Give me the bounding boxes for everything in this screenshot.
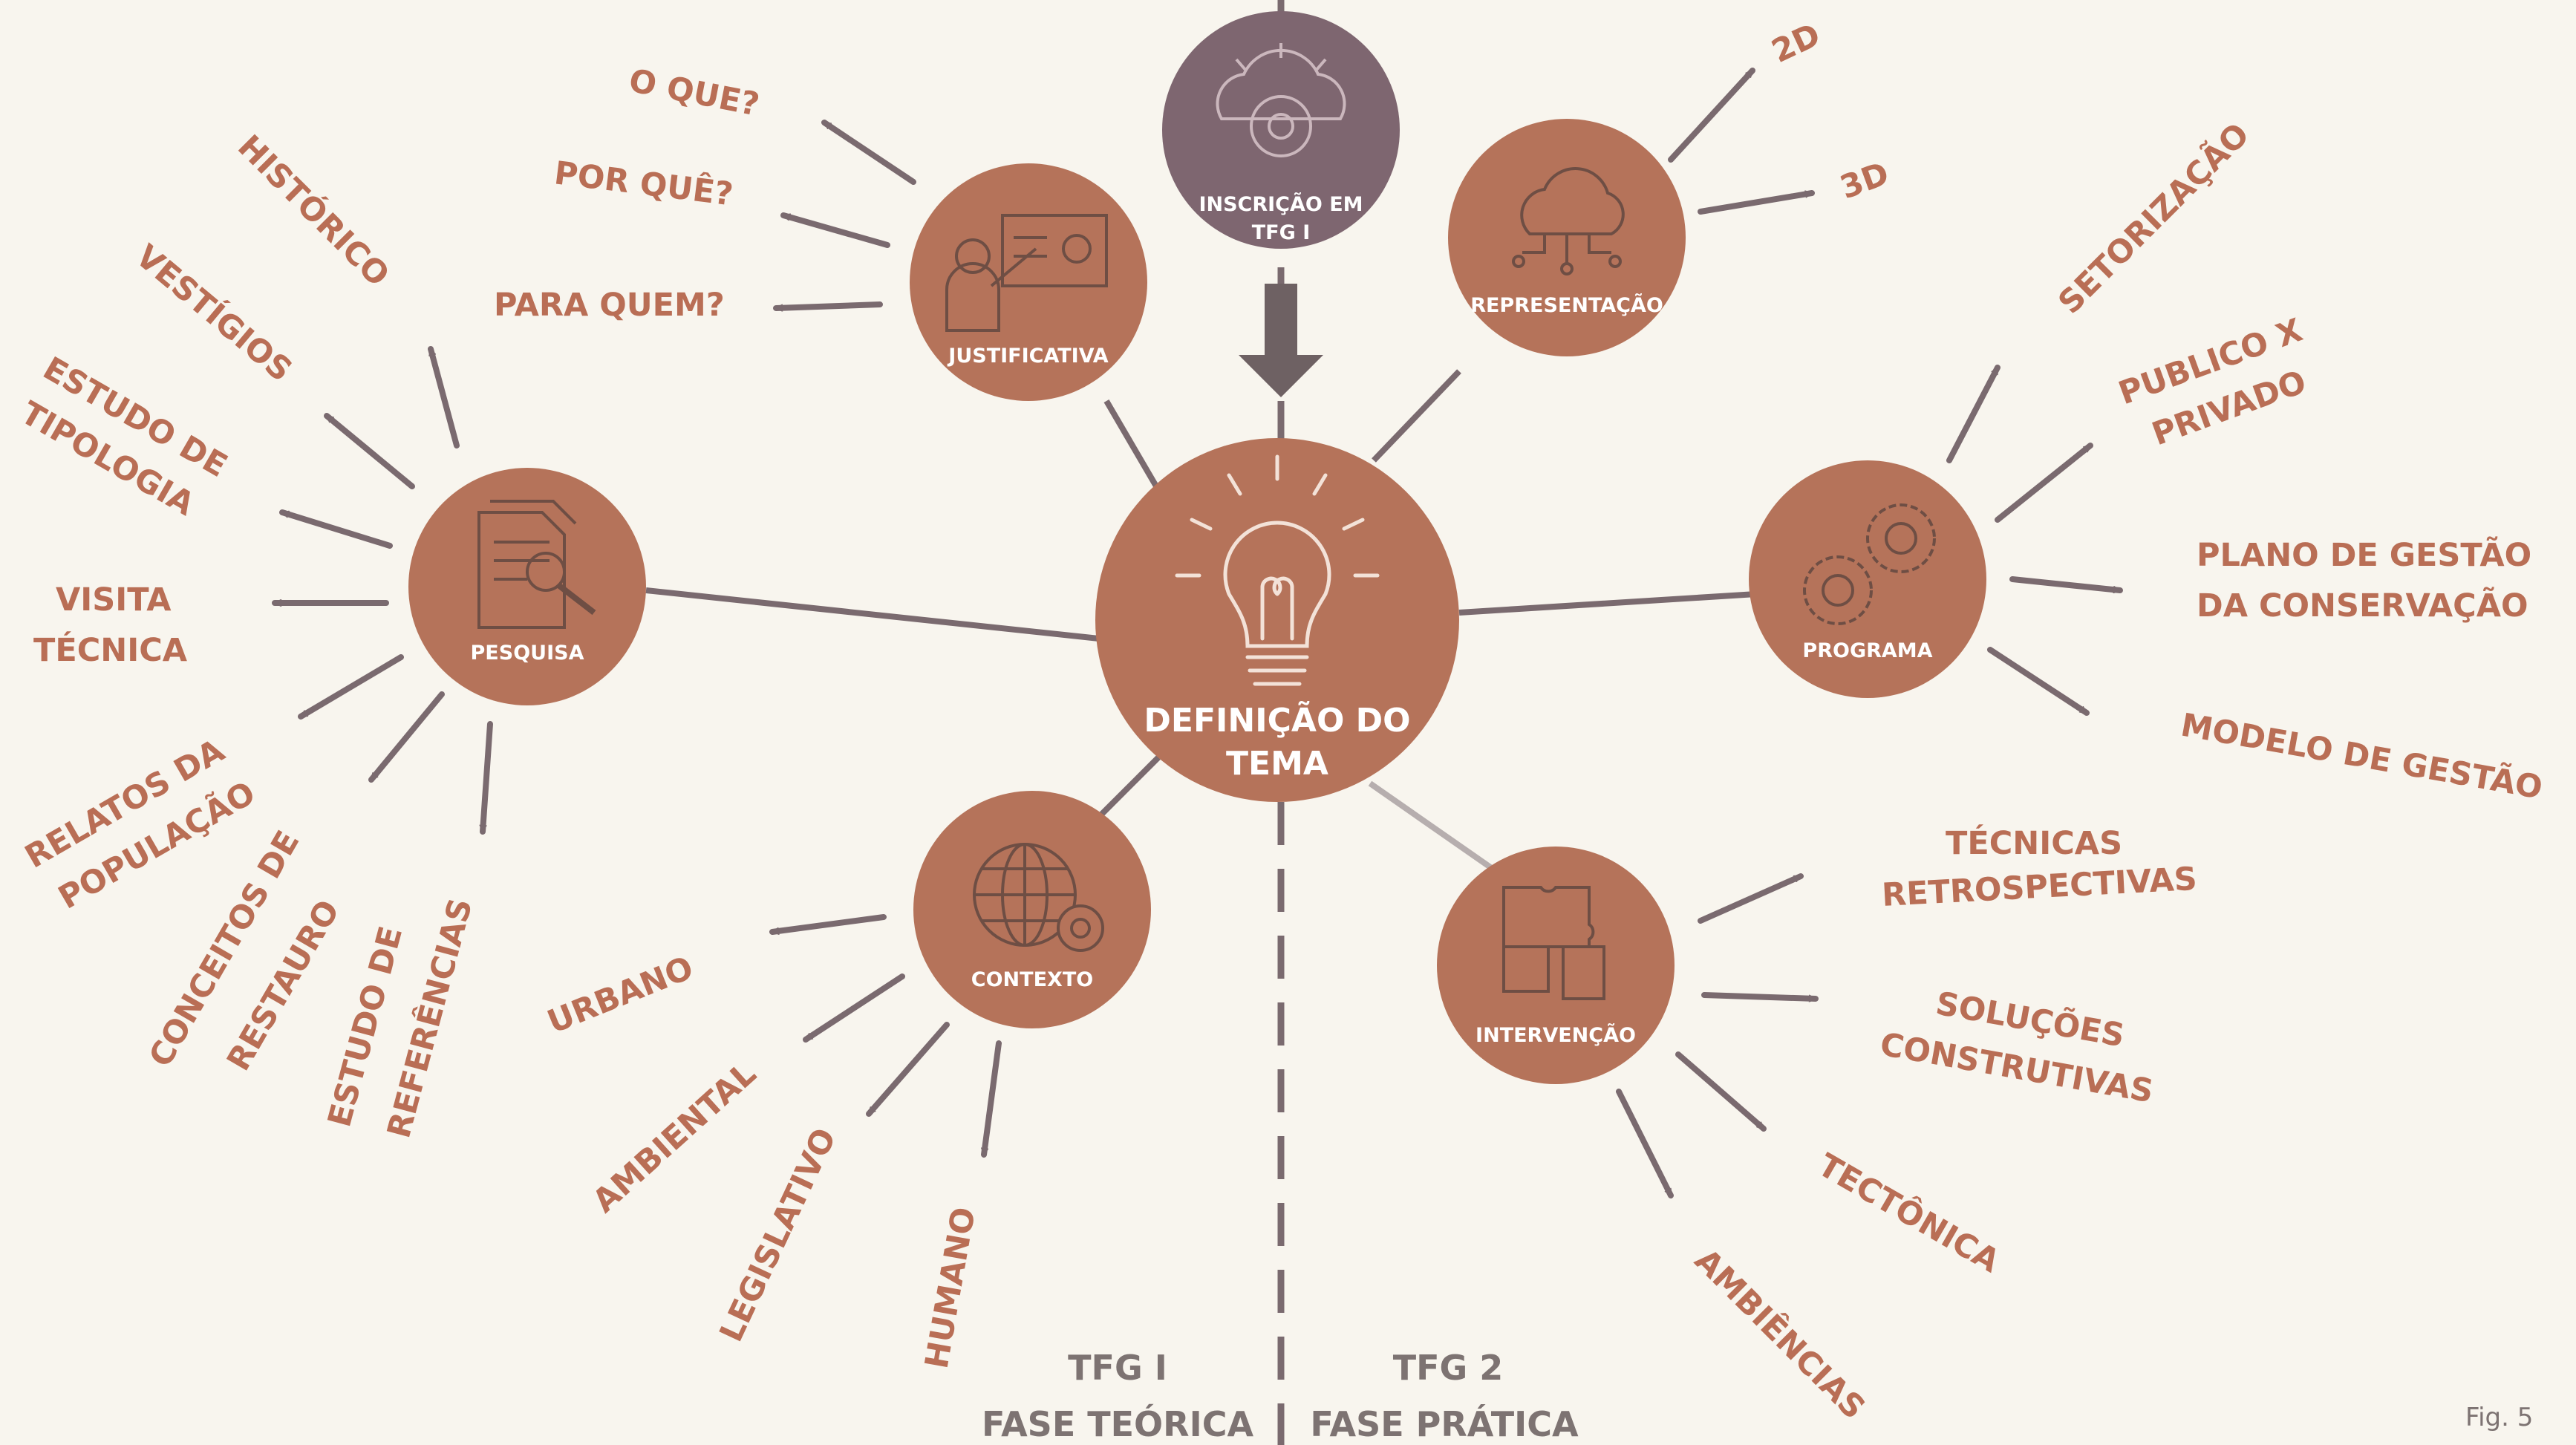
arrow-ambiencias	[1616, 1089, 1674, 1198]
cloud-network-icon	[1512, 167, 1625, 275]
center-title-line1: DEFINIÇÃO DO	[1144, 700, 1410, 740]
label-3d: 3D	[1836, 155, 1894, 206]
arrow-publico	[1995, 443, 2093, 523]
arrow-urbano	[769, 914, 887, 935]
phase-left-line1: TFG I	[1068, 1348, 1167, 1388]
arrow-tectonica	[1675, 1051, 1767, 1132]
label-visita: VISITA	[56, 581, 172, 619]
label-setorizacao: SETORIZAÇÃO	[2051, 115, 2257, 321]
arrow-tecnicas	[1698, 873, 1804, 924]
connector-programa	[1458, 591, 1757, 616]
figure-label: Fig. 5	[2465, 1403, 2533, 1432]
intervencao-label: INTERVENÇÃO	[1476, 1023, 1636, 1047]
phase-right-line1: TFG 2	[1393, 1348, 1504, 1388]
label-2d: 2D	[1767, 16, 1827, 71]
justificativa-node: JUSTIFICATIVA	[910, 163, 1147, 401]
connectors	[645, 369, 1757, 872]
phase-left-line2: FASE TEÓRICA	[982, 1404, 1254, 1444]
label-vestigios: VESTÍGIOS	[128, 237, 299, 389]
cloud-gear-icon	[1216, 43, 1346, 157]
phase-right-line2: FASE PRÁTICA	[1310, 1404, 1579, 1444]
arrow-legislativo	[866, 1022, 950, 1117]
arrow-referencias	[483, 721, 493, 835]
label-por-que: POR QUÊ?	[552, 154, 735, 213]
representacao-node: REPRESENTAÇÃO	[1448, 119, 1686, 356]
contexto-label: CONTEXTO	[971, 968, 1093, 991]
arrow-para-quem	[773, 301, 883, 308]
label-tecnica: TÉCNICA	[33, 631, 188, 669]
label-tecnicas-1: TÉCNICAS	[1946, 824, 2122, 862]
label-ambiencias: AMBIÊNCIAS	[1687, 1242, 1873, 1427]
label-o-que: O QUE?	[626, 62, 763, 124]
document-search-icon	[477, 500, 596, 629]
connector-representacao	[1372, 369, 1461, 463]
presentation-icon	[945, 214, 1108, 332]
arrow-ambiental	[803, 973, 905, 1043]
connector-contexto	[1097, 755, 1161, 819]
label-tecnicas-2: RETROSPECTIVAS	[1881, 861, 2198, 914]
connector-justificativa	[1103, 399, 1161, 492]
label-legislativo: LEGISLATIVO	[713, 1123, 844, 1348]
arrow-plano	[2009, 576, 2123, 590]
label-humano: HUMANO	[919, 1204, 983, 1371]
down-arrow	[1239, 284, 1323, 397]
inscricao-node: INSCRIÇÃO EM TFG I	[1162, 11, 1400, 249]
pesquisa-label: PESQUISA	[471, 642, 584, 665]
label-modelo: MODELO DE GESTÃO	[2178, 706, 2546, 807]
representacao-label: REPRESENTAÇÃO	[1470, 293, 1663, 317]
puzzle-icon	[1502, 886, 1605, 1000]
gears-icon	[1803, 503, 1936, 625]
lightbulb-icon	[1175, 454, 1380, 686]
programa-node: PROGRAMA	[1749, 460, 1986, 698]
intervencao-node: INTERVENÇÃO	[1437, 847, 1675, 1084]
arrow-humano	[981, 1040, 1002, 1158]
contexto-node: CONTEXTO	[913, 791, 1151, 1028]
label-historico: HISTÓRICO	[230, 128, 397, 294]
arrow-relatos	[298, 654, 404, 720]
label-para-quem: PARA QUEM?	[494, 287, 725, 324]
arrow-vestigios	[324, 413, 415, 489]
connector-intervencao	[1368, 780, 1495, 872]
arrow-modelo	[1987, 647, 2090, 716]
arrow-2d	[1668, 68, 1755, 163]
inscricao-line1: INSCRIÇÃO EM	[1199, 192, 1363, 216]
pesquisa-node: PESQUISA	[408, 468, 646, 705]
arrow-conceitos	[368, 691, 445, 783]
arrow-3d	[1698, 190, 1815, 215]
center-title-line2: TEMA	[1226, 745, 1328, 783]
globe-gear-icon	[973, 843, 1104, 952]
inscricao-line2: TFG I	[1252, 221, 1310, 244]
arrow-tipologia	[279, 509, 393, 549]
connector-pesquisa	[645, 587, 1100, 642]
arrow-historico	[428, 346, 460, 448]
center-node: DEFINIÇÃO DO TEMA	[1095, 438, 1459, 802]
arrow-setorizacao	[1946, 365, 2001, 463]
label-plano-2: DA CONSERVAÇÃO	[2197, 587, 2528, 624]
justificativa-label: JUSTIFICATIVA	[947, 345, 1109, 368]
label-urbano: URBANO	[542, 949, 698, 1041]
label-tectonica: TECTÔNICA	[1812, 1146, 2007, 1280]
arrow-solucoes	[1701, 992, 1819, 999]
programa-label: PROGRAMA	[1802, 639, 1932, 662]
label-conceitos-1: CONCEITOS DE	[142, 825, 307, 1074]
arrow-o-que	[821, 120, 916, 185]
label-plano-1: PLANO DE GESTÃO	[2197, 536, 2531, 574]
arrows	[272, 68, 2123, 1198]
arrow-por-que	[780, 212, 890, 248]
label-ambiental: AMBIENTAL	[586, 1055, 763, 1220]
